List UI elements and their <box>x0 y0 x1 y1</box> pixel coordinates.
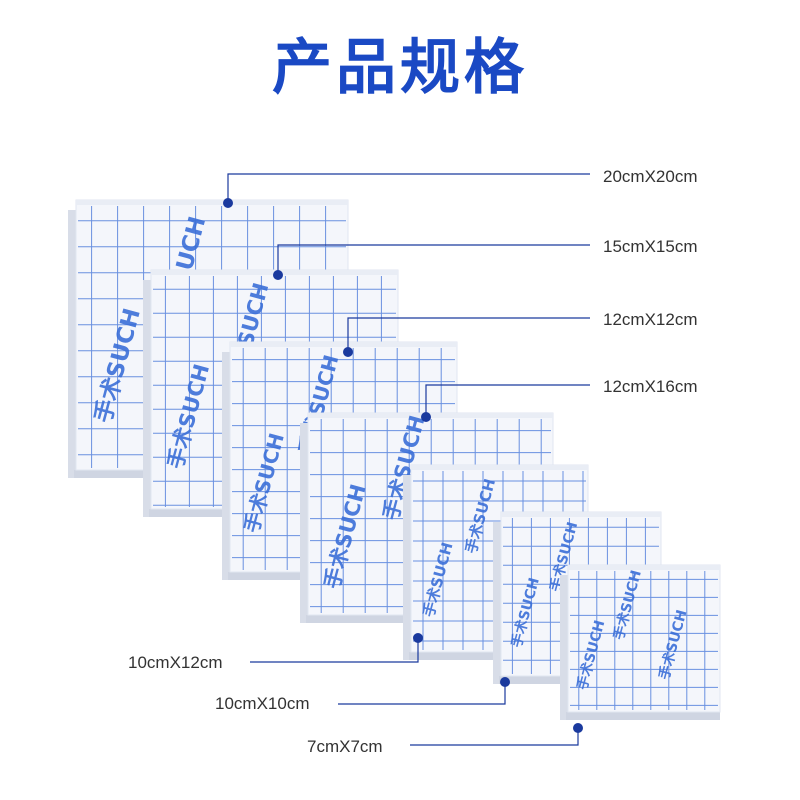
leader-7x7 <box>410 723 583 746</box>
leader-15x15 <box>273 244 590 280</box>
leader-line <box>410 728 579 746</box>
pad-side-edge <box>222 352 230 580</box>
pad-side-edge <box>143 280 151 517</box>
pad-grid <box>570 571 718 710</box>
leader-dot <box>421 412 431 422</box>
leader-10x10 <box>338 677 510 705</box>
pad-top-edge <box>230 342 457 347</box>
size-label-20x20: 20cmX20cm <box>603 167 698 186</box>
leader-dot <box>413 633 423 643</box>
size-label-12x12: 12cmX12cm <box>603 310 698 329</box>
leader-line <box>425 384 590 417</box>
size-label-15x15: 15cmX15cm <box>603 237 698 256</box>
leader-dot <box>500 677 510 687</box>
size-label-7x7: 7cmX7cm <box>307 737 383 756</box>
size-label-12x16: 12cmX16cm <box>603 377 698 396</box>
leader-line <box>250 638 419 663</box>
leader-dot <box>343 347 353 357</box>
leader-dot <box>273 270 283 280</box>
pad-top-edge <box>76 200 348 205</box>
size-label-10x12: 10cmX12cm <box>128 653 223 672</box>
leader-dot <box>573 723 583 733</box>
leader-12x12 <box>343 317 590 357</box>
leader-10x12 <box>250 633 423 663</box>
pad-top-edge <box>411 465 588 470</box>
leader-20x20 <box>223 173 590 208</box>
pad-side-edge <box>493 522 501 684</box>
leader-line <box>338 682 506 705</box>
leader-12x16 <box>421 384 590 422</box>
page-title: 产品规格 <box>272 33 528 103</box>
leader-line <box>347 317 590 352</box>
leader-dot <box>223 198 233 208</box>
pad-side-edge <box>403 475 411 660</box>
pad-top-edge <box>568 565 720 570</box>
pad-top-edge <box>501 512 661 517</box>
leader-line <box>227 173 590 203</box>
pad-bottom-edge <box>566 712 720 720</box>
pad-side-edge <box>300 423 308 623</box>
pad-side-edge <box>560 575 568 720</box>
pad-side-edge <box>68 210 76 478</box>
size-label-10x10: 10cmX10cm <box>215 694 310 713</box>
leader-line <box>277 244 590 275</box>
